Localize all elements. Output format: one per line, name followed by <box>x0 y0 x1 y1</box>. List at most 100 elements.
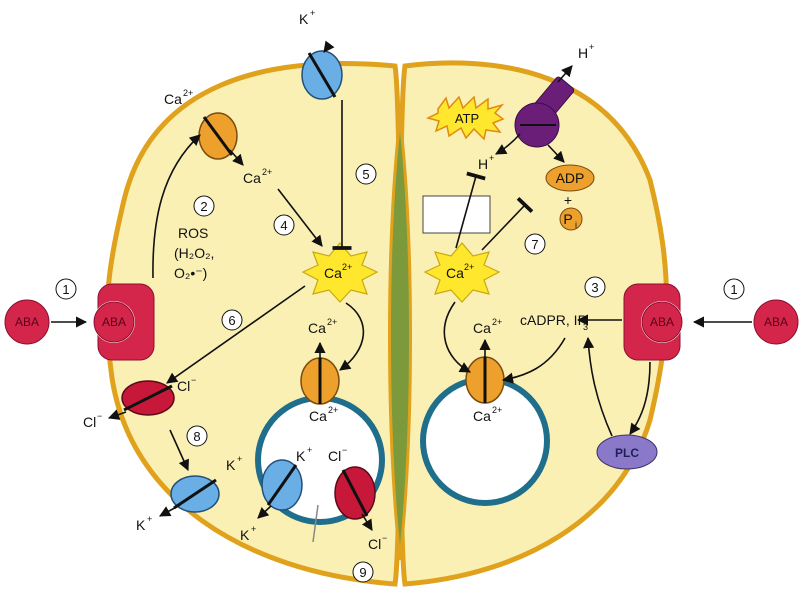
aba-label: ABA <box>15 315 39 329</box>
svg-text:(H₂O₂,: (H₂O₂, <box>174 245 214 261</box>
arrow-h-in <box>495 133 521 155</box>
arrow-burst-to-vac-channel <box>339 302 365 371</box>
k-channel-membrane <box>170 475 220 513</box>
pi-circle <box>559 207 583 231</box>
svg-text:6: 6 <box>228 313 235 328</box>
svg-text:K: K <box>299 11 309 27</box>
svg-text:8: 8 <box>193 429 200 444</box>
cadpr-ip3-label: cADPR, IP 3 <box>520 312 588 332</box>
step-marker-5: 5 <box>355 163 377 185</box>
vacuole-membrane-marker <box>312 504 319 543</box>
svg-text:Cl: Cl <box>177 378 190 394</box>
svg-text:Ca: Ca <box>473 320 491 336</box>
cl-vacuole-out-label: Cl − <box>368 533 387 552</box>
svg-text:4: 4 <box>280 218 287 233</box>
svg-text:K: K <box>296 448 306 464</box>
inhibit-atpase <box>455 171 486 249</box>
h-inside-label: H + <box>478 153 494 172</box>
k-membrane-label: K + <box>226 454 242 473</box>
step-marker-7: 7 <box>524 233 546 255</box>
arrow-receptor-to-plc <box>629 361 651 435</box>
cl-channel-left-vacuole <box>334 466 376 520</box>
svg-text:Ca: Ca <box>309 408 327 424</box>
cl-membrane-label: Cl − <box>177 375 196 394</box>
arrow-burst-to-right-channel <box>443 301 471 373</box>
svg-text:2: 2 <box>200 199 207 214</box>
aba-molecule-bound-right: ABA <box>641 301 683 343</box>
ca-channel-right-vacuole <box>465 356 505 404</box>
svg-text:1: 1 <box>62 282 69 297</box>
adp-ellipse <box>545 164 595 192</box>
pi-label: P <box>563 211 572 227</box>
aba-molecule-bound-left: ABA <box>93 301 135 343</box>
ca-left-vac-inside-label: Ca 2+ <box>309 405 338 424</box>
k-vacuole-out-label: K + <box>240 524 256 543</box>
svg-text:+: + <box>589 42 594 52</box>
svg-text:+: + <box>489 153 494 163</box>
svg-text:2+: 2+ <box>492 405 502 415</box>
svg-text:2+: 2+ <box>464 262 474 272</box>
inhibit-h-transport <box>481 196 534 251</box>
step-marker-1-left: 1 <box>55 278 77 300</box>
arrow-h-out <box>557 65 573 83</box>
adp-label: ADP <box>556 170 585 186</box>
svg-text:+: + <box>237 454 242 464</box>
svg-text:2+: 2+ <box>183 88 193 98</box>
ca-burst-left-label: Ca 2+ <box>324 262 352 281</box>
svg-text:3: 3 <box>591 280 598 295</box>
ca-right-vac-above-label: Ca 2+ <box>473 317 502 336</box>
svg-text:Cl: Cl <box>328 448 341 464</box>
step-marker-9: 9 <box>352 561 374 583</box>
svg-text:2+: 2+ <box>342 262 352 272</box>
k-vacuole-label: K + <box>296 445 312 464</box>
aba-label: ABA <box>102 315 126 329</box>
svg-text:−: − <box>342 445 347 455</box>
aba-molecule-outside-right: ABA <box>753 299 799 345</box>
blank-label-box <box>422 195 491 234</box>
svg-text:Ca: Ca <box>243 170 261 186</box>
svg-text:Ca: Ca <box>473 408 491 424</box>
stomatal-pore <box>388 117 412 561</box>
aba-label: ABA <box>650 315 674 329</box>
svg-text:+: + <box>310 8 315 18</box>
svg-text:−: − <box>191 375 196 385</box>
ca-burst-left <box>301 242 379 303</box>
svg-text:+: + <box>307 445 312 455</box>
ca-burst-right <box>423 242 501 303</box>
atp-label: ATP <box>455 111 479 126</box>
k-channel-left-vacuole <box>261 459 303 511</box>
ca-ion-outer-label: Ca 2+ <box>164 88 193 107</box>
svg-text:−: − <box>382 533 387 543</box>
svg-text:O₂•⁻): O₂•⁻) <box>174 265 207 281</box>
svg-text:Ca: Ca <box>308 320 326 336</box>
svg-text:Ca: Ca <box>164 91 182 107</box>
step-marker-2: 2 <box>193 195 215 217</box>
svg-text:9: 9 <box>359 565 366 580</box>
arrow-ros-to-ca-channel <box>152 134 201 279</box>
arrow-ca-influx <box>229 149 244 166</box>
svg-text:2+: 2+ <box>492 317 502 327</box>
arrow-cadpr-to-channel <box>501 337 566 384</box>
svg-text:H: H <box>478 156 488 172</box>
ca-ion-cytosol-label: Ca 2+ <box>243 167 272 186</box>
h-outside-label: H + <box>578 42 594 61</box>
step-marker-8: 8 <box>186 425 208 447</box>
arrow-k-out <box>159 504 181 517</box>
arrow-cl-vac-out <box>361 513 373 531</box>
svg-text:K: K <box>226 457 236 473</box>
plc-label: PLC <box>615 446 639 460</box>
svg-text:cADPR, IP: cADPR, IP <box>520 312 587 328</box>
arrow-cl-out <box>107 409 127 420</box>
arrow-to-k-membrane <box>169 429 189 472</box>
atp-burst <box>425 95 505 141</box>
aba-label: ABA <box>764 315 788 329</box>
arrow-k-in <box>323 40 335 53</box>
svg-text:+: + <box>251 524 256 534</box>
svg-text:ROS: ROS <box>178 225 208 241</box>
svg-text:2+: 2+ <box>328 405 338 415</box>
svg-text:Cl: Cl <box>368 536 381 552</box>
arrow-ca-to-burst <box>277 188 323 247</box>
step-marker-3: 3 <box>584 276 606 298</box>
svg-text:K: K <box>136 517 146 533</box>
